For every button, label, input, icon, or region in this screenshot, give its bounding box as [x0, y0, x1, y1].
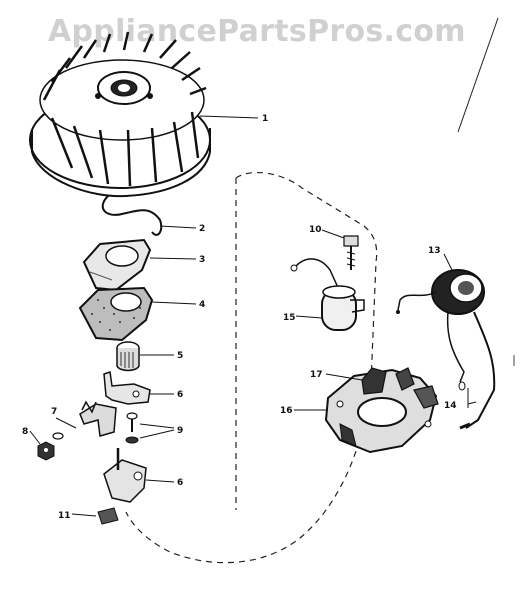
callout-11: 11 — [58, 511, 71, 521]
breaker-point-arm — [103, 371, 151, 405]
callout-6: 6 — [177, 390, 183, 400]
leader-4 — [151, 301, 197, 305]
leader-14a — [467, 401, 477, 405]
mounting-plate — [103, 448, 147, 503]
mounting-screws — [125, 412, 139, 444]
stator-plate — [324, 367, 439, 454]
breaker-bracket — [79, 400, 117, 437]
leader-8 — [29, 430, 41, 445]
callout-6-lower: 6 — [177, 478, 183, 488]
callout-13: 13 — [428, 246, 441, 256]
primary-leads — [446, 311, 496, 430]
callout-15: 15 — [283, 313, 296, 323]
margin-line — [457, 17, 499, 133]
leader-6b — [145, 479, 175, 483]
ignition-coil — [396, 269, 485, 315]
assembly-boundary-dashed — [125, 171, 378, 564]
callout-4: 4 — [199, 300, 205, 310]
callout-17: 17 — [310, 370, 323, 380]
terminal-screw — [343, 235, 359, 270]
callout-16: 16 — [280, 406, 293, 416]
terminal-nut — [37, 441, 55, 461]
leader-3 — [149, 257, 197, 260]
condenser — [290, 258, 365, 331]
callout-1: 1 — [262, 114, 268, 124]
cover-gasket — [82, 238, 152, 292]
cam-felt — [97, 507, 119, 525]
leader-2 — [159, 225, 197, 229]
cam-bushing — [116, 341, 140, 372]
leader-1 — [199, 115, 259, 119]
dust-cover — [78, 286, 154, 342]
callout-3: 3 — [199, 255, 205, 265]
leader-15 — [295, 315, 323, 319]
leader-13 — [443, 253, 453, 271]
callout-10: 10 — [309, 225, 322, 235]
callout-8: 8 — [22, 427, 28, 437]
callout-7: 7 — [51, 407, 57, 417]
leader-11 — [71, 513, 97, 517]
leader-17 — [325, 373, 363, 381]
washer-small — [52, 432, 64, 440]
callout-2: 2 — [199, 224, 205, 234]
watermark: AppliancePartsPros.com — [48, 14, 466, 49]
callout-14: 14 — [444, 401, 457, 411]
leader-7 — [55, 417, 77, 429]
leader-9a — [139, 423, 175, 429]
callout-9: 9 — [177, 426, 183, 436]
callout-5: 5 — [177, 351, 183, 361]
flywheel-key-wire — [101, 195, 163, 236]
leader-9b — [139, 429, 175, 439]
leader-10 — [321, 229, 345, 239]
flywheel — [29, 31, 211, 198]
